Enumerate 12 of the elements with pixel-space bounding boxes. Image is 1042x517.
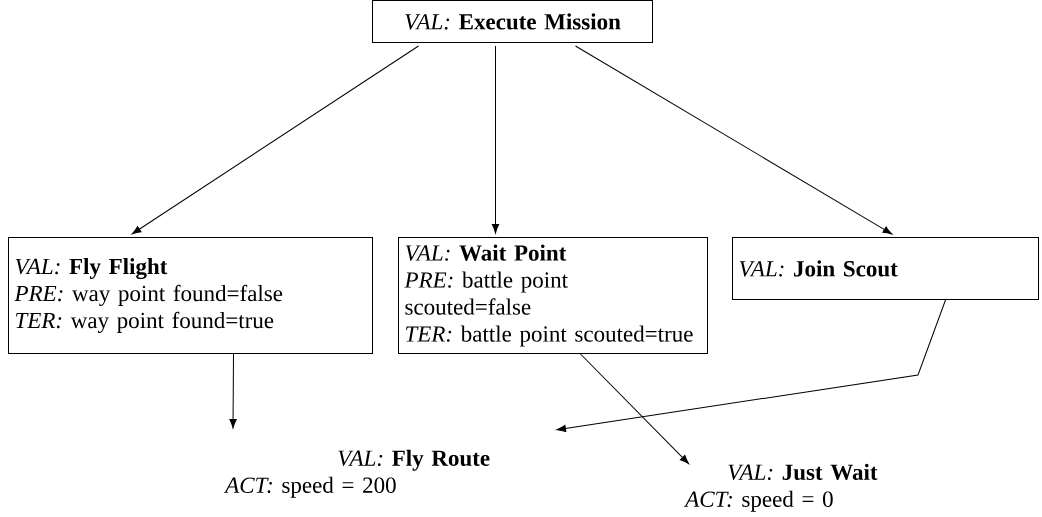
arrow (491, 45, 500, 234)
arrow (131, 45, 419, 235)
action-text: VAL: Fly Route ACT: speed = 200 (223, 449, 490, 498)
process-box: VAL: Fly Flight PRE: way point found=false TER: way point found=true (8, 237, 373, 354)
arrow (229, 353, 237, 429)
process-box: VAL: Join Scout (732, 237, 1039, 300)
process-box: VAL: Execute Mission (372, 0, 653, 43)
process-box: VAL: Wait Point PRE: battle point scouted=false TER: battle point scouted=true (398, 237, 708, 354)
arrow (575, 45, 893, 235)
arrow (556, 299, 946, 433)
action-text: VAL: Just Wait ACT: speed = 0 (683, 463, 878, 512)
arrow (580, 353, 689, 464)
